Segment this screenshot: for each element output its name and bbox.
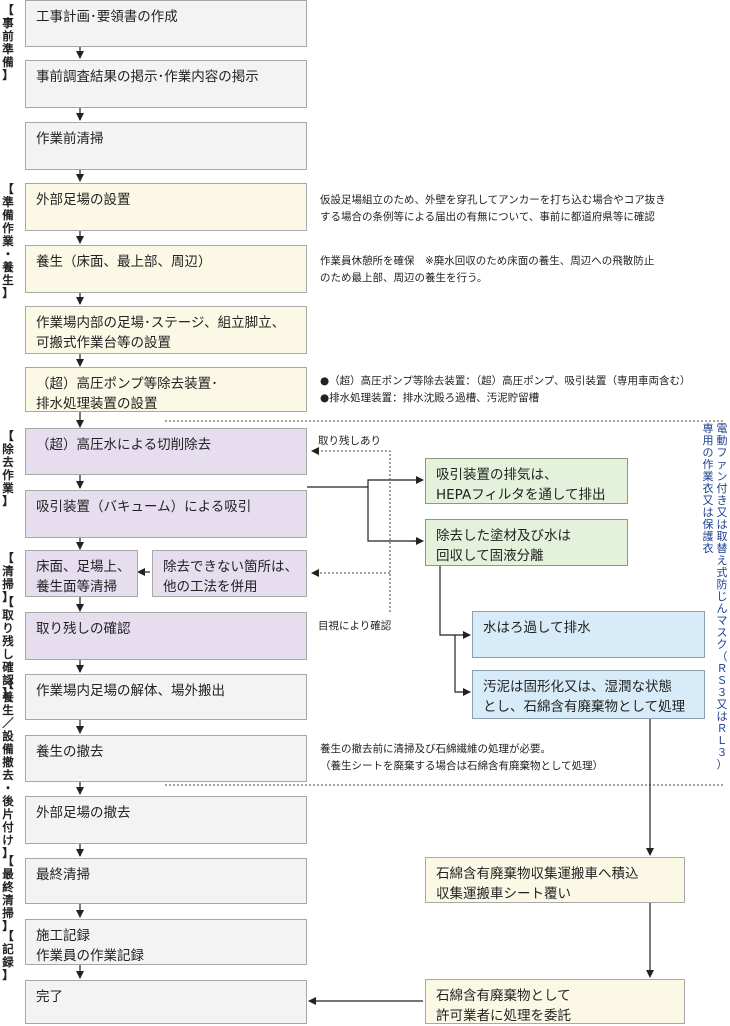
phase-label-removal: 【除去作業】	[2, 429, 14, 508]
step-curing: 養生（床面、最上部、周辺）	[25, 245, 307, 293]
waste-loading-box: 石綿含有廃棄物収集運搬車へ積込 収集運搬車シート覆い	[425, 857, 685, 903]
step-pump-setup: （超）高圧ポンプ等除去装置･ 排水処理装置の設置	[25, 367, 307, 412]
note-scaffold: 仮設足場組立のため、外壁を穿孔してアンカーを打ち込む場合やコア抜き する場合の条…	[320, 194, 666, 223]
note-curing-removal: 養生の撤去前に清掃及び石綿繊維の処理が必要。 （養生シートを廃棄する場合は石綿含…	[320, 743, 604, 772]
step-complete: 完了	[25, 980, 307, 1024]
phase-label-record: 【記録】	[2, 929, 14, 982]
step-curing-removal: 養生の撤去	[25, 735, 307, 782]
waste-contractor-box: 石綿含有廃棄物として 許可業者に処理を委託	[425, 979, 685, 1024]
sludge-treatment-box: 汚泥は固形化又は、湿潤な状態 とし、石綿含有廃棄物として処理	[472, 670, 705, 719]
phase-label-setup: 【準備作業・養生】	[2, 182, 14, 300]
step-posting: 事前調査結果の掲示･作業内容の掲示	[25, 60, 307, 108]
water-filtration-box: 水はろ過して排水	[472, 611, 705, 658]
step-plan: 工事計画･要領書の作成	[25, 0, 307, 47]
step-surface-cleaning: 床面、足場上、 養生面等清掃	[25, 550, 138, 597]
step-dismantle-inner: 作業場内足場の解体、場外搬出	[25, 674, 307, 720]
step-pre-cleaning: 作業前清掃	[25, 122, 307, 170]
vertical-note-clothing: 専用の作業衣又は保護衣	[702, 422, 714, 555]
label-visual-check: 目視により確認	[318, 620, 392, 632]
solid-liquid-separation-box: 除去した塗材及び水は 回収して固液分離	[425, 519, 628, 566]
step-water-cutting: （超）高圧水による切削除去	[25, 428, 307, 475]
step-inner-scaffold: 作業場内部の足場･ステージ、組立脚立、 可搬式作業台等の設置	[25, 306, 307, 354]
step-exterior-scaffold: 外部足場の設置	[25, 183, 307, 231]
exhaust-hepa-box: 吸引装置の排気は、 HEPAフィルタを通して排出	[425, 458, 628, 504]
phase-label-final-clean: 【最終清掃】	[2, 854, 14, 933]
step-records: 施工記録 作業員の作業記録	[25, 919, 307, 965]
phase-label-cleaning: 【清掃】	[2, 551, 14, 604]
step-remaining-check: 取り残しの確認	[25, 612, 307, 660]
note-curing: 作業員休憩所を確保 ※廃水回収のため床面の養生、周辺への飛散防止 のため最上部、…	[320, 255, 655, 284]
phase-label-preparation: 【事前準備】	[2, 3, 14, 82]
step-final-cleaning: 最終清掃	[25, 858, 307, 904]
phase-label-dismantle: 【養生／設備撤去・後片付け】	[2, 677, 14, 860]
step-vacuum: 吸引装置（バキューム）による吸引	[25, 490, 307, 538]
step-other-method: 除去できない箇所は、 他の工法を併用	[152, 550, 307, 597]
step-exterior-removal: 外部足場の撤去	[25, 796, 307, 844]
label-remaining: 取り残しあり	[318, 435, 381, 447]
phase-label-check: 【取り残し確認】	[2, 595, 14, 700]
note-equipment: ●（超）高圧ポンプ等除去装置：（超）高圧ポンプ、吸引装置（専用車両含む） ●排水…	[320, 375, 691, 404]
